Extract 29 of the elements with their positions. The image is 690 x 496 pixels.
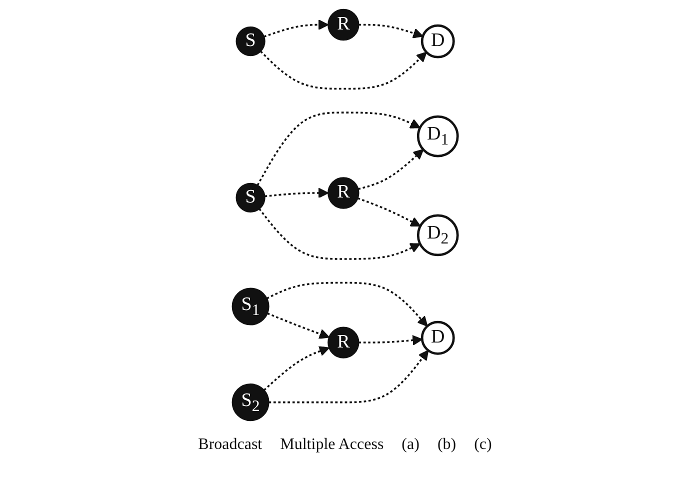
arrow — [357, 197, 421, 227]
caption-label: Broadcast — [198, 436, 262, 454]
node-circle: R — [328, 177, 360, 209]
node-circle: S$_{1}$ — [232, 288, 270, 326]
arrow — [258, 208, 421, 260]
arrow — [264, 20, 329, 38]
node-circle: D$_{1}$ — [416, 115, 459, 158]
node-circle: R — [328, 8, 360, 41]
node-circle: R — [328, 326, 360, 358]
arrow — [266, 282, 428, 327]
caption-label: (c) — [474, 436, 492, 454]
arrow — [267, 312, 330, 339]
node-circle: S — [236, 182, 266, 212]
arrow — [268, 350, 429, 404]
node-circle: D — [420, 320, 455, 355]
arrow — [256, 112, 421, 186]
arrow — [263, 346, 330, 391]
arrow — [260, 50, 427, 90]
node-circle: D$_{2}$ — [416, 214, 459, 256]
node-circle: S — [236, 26, 266, 56]
arrow — [358, 24, 424, 38]
caption-label: (b) — [437, 436, 456, 454]
arrow — [358, 149, 424, 190]
arrow — [358, 335, 423, 346]
node-circle: S$_{2}$ — [232, 384, 270, 422]
node-circle: D — [420, 24, 455, 58]
caption-label: (a) — [402, 436, 420, 454]
arrow — [264, 188, 329, 198]
caption-label: Multiple Access — [280, 436, 384, 454]
